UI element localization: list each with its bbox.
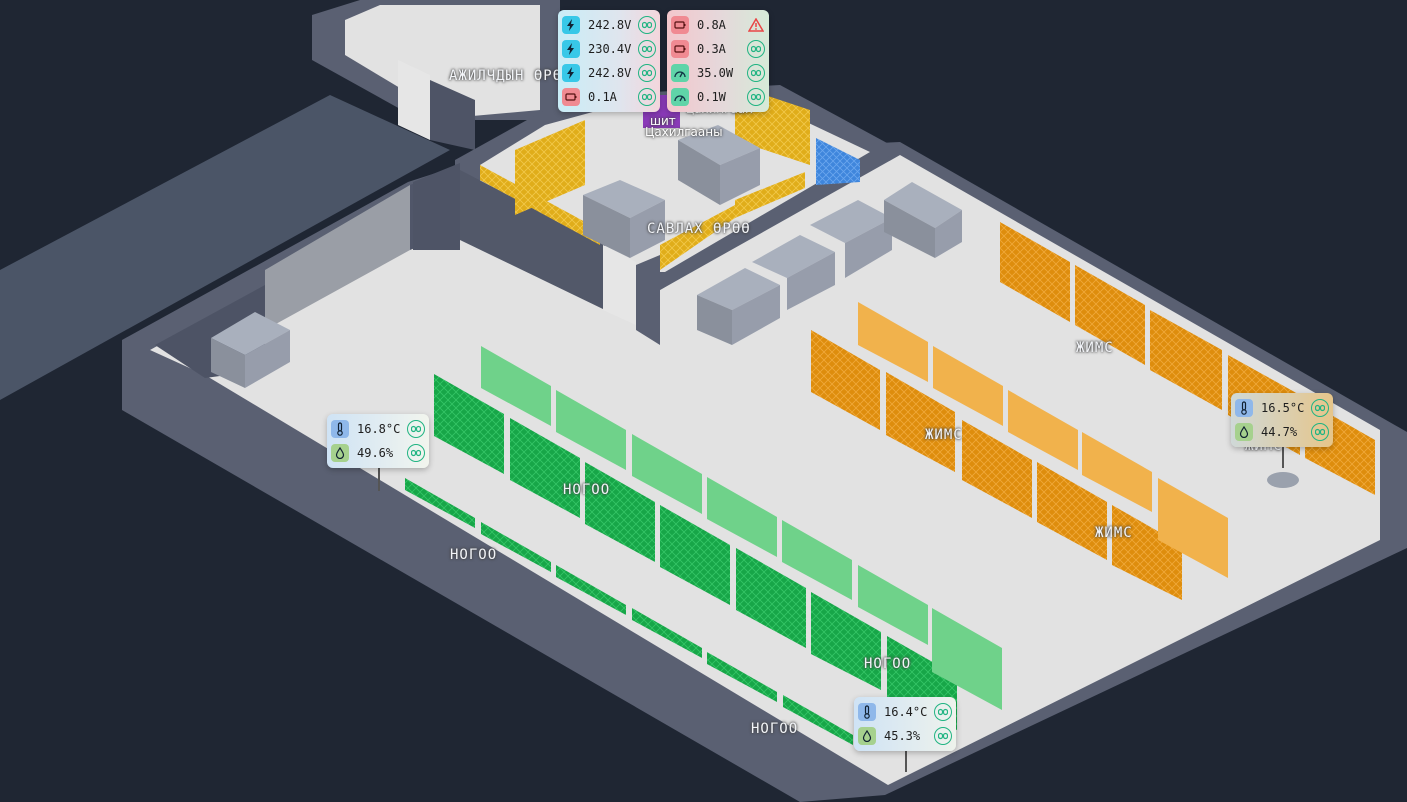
link-icon[interactable] — [407, 444, 425, 462]
sensor-temp: 16.8°C — [357, 422, 401, 436]
zone-veg-1: НОГОО — [563, 482, 611, 498]
fruit-racks — [811, 222, 1375, 600]
zone-fruit-1: ЖИМС — [1076, 340, 1114, 356]
voltage-row-3: 242.8V — [562, 61, 656, 85]
link-icon[interactable] — [1311, 423, 1329, 441]
zone-fruit-3: ЖИМС — [1095, 525, 1133, 541]
thermometer-icon — [858, 703, 876, 721]
sensor-temp: 16.5°C — [1261, 401, 1305, 415]
sensor-temp-row: 16.5°C — [1235, 396, 1329, 420]
sensor-humidity-row: 45.3% — [858, 724, 952, 748]
power-load-card[interactable]: 0.8A 0.3A 35.0W 0.1W — [667, 10, 769, 112]
sensor-temp-row: 16.4°C — [858, 700, 952, 724]
battery-icon — [671, 40, 689, 58]
lightning-icon — [562, 64, 580, 82]
load-row-3: 35.0W — [671, 61, 765, 85]
sensor-humidity: 44.7% — [1261, 425, 1298, 439]
link-icon[interactable] — [934, 727, 952, 745]
load-value-4: 0.1W — [697, 90, 726, 104]
warning-icon[interactable] — [747, 16, 765, 34]
voltage-row-1: 242.8V — [562, 13, 656, 37]
cooler-unit — [816, 138, 860, 185]
voltage-row-2: 230.4V — [562, 37, 656, 61]
link-icon[interactable] — [747, 40, 765, 58]
packing-room-label: САВЛАХ ӨРӨӨ — [647, 221, 751, 237]
droplet-icon — [331, 444, 349, 462]
link-icon[interactable] — [638, 88, 656, 106]
sensor-humidity-row: 49.6% — [331, 441, 425, 465]
thermometer-icon — [331, 420, 349, 438]
sensor-humidity: 49.6% — [357, 446, 394, 460]
load-row-2: 0.3A — [671, 37, 765, 61]
gauge-icon — [671, 88, 689, 106]
battery-icon — [562, 88, 580, 106]
load-value-1: 0.8A — [697, 18, 726, 32]
sensor-humidity-row: 44.7% — [1235, 420, 1329, 444]
electric-label-bottom: Цахилгааны — [645, 125, 723, 139]
power-voltage-card[interactable]: 242.8V 230.4V 242.8V 0.1A — [558, 10, 660, 112]
sensor-temp: 16.4°C — [884, 705, 928, 719]
vegetable-racks — [405, 346, 1002, 745]
sensor-card-2[interactable]: 16.5°C 44.7% — [1231, 393, 1333, 447]
zone-veg-2: НОГОО — [450, 547, 498, 563]
sensor-humidity: 45.3% — [884, 729, 921, 743]
load-value-3: 35.0W — [697, 66, 734, 80]
voltage-value-2: 230.4V — [588, 42, 632, 56]
sensor-card-3[interactable]: 16.4°C 45.3% — [854, 697, 956, 751]
lightning-icon — [562, 40, 580, 58]
current-row: 0.1A — [562, 85, 656, 109]
link-icon[interactable] — [747, 64, 765, 82]
office-room-label: АЖИЛЧДЫН ӨРӨӨ — [449, 68, 572, 84]
thermometer-icon — [1235, 399, 1253, 417]
sensor-card-1[interactable]: 16.8°C 49.6% — [327, 414, 429, 468]
battery-icon — [671, 16, 689, 34]
current-value: 0.1A — [588, 90, 617, 104]
zone-veg-3: НОГОО — [864, 656, 912, 672]
load-row-4: 0.1W — [671, 85, 765, 109]
link-icon[interactable] — [934, 703, 952, 721]
main-floor — [150, 155, 1380, 785]
link-icon[interactable] — [638, 64, 656, 82]
zone-fruit-2: ЖИМС — [925, 427, 963, 443]
droplet-icon — [858, 727, 876, 745]
ground-shadow — [0, 95, 450, 400]
link-icon[interactable] — [747, 88, 765, 106]
load-value-2: 0.3A — [697, 42, 726, 56]
sensor-temp-row: 16.8°C — [331, 417, 425, 441]
lightning-icon — [562, 16, 580, 34]
load-row-1: 0.8A — [671, 13, 765, 37]
voltage-value-3: 242.8V — [588, 66, 632, 80]
link-icon[interactable] — [1311, 399, 1329, 417]
link-icon[interactable] — [638, 40, 656, 58]
electric-label-mid: шит — [650, 114, 676, 128]
voltage-value-1: 242.8V — [588, 18, 632, 32]
link-icon[interactable] — [407, 420, 425, 438]
droplet-icon — [1235, 423, 1253, 441]
zone-veg-4: НОГОО — [751, 721, 799, 737]
gauge-icon — [671, 64, 689, 82]
link-icon[interactable] — [638, 16, 656, 34]
